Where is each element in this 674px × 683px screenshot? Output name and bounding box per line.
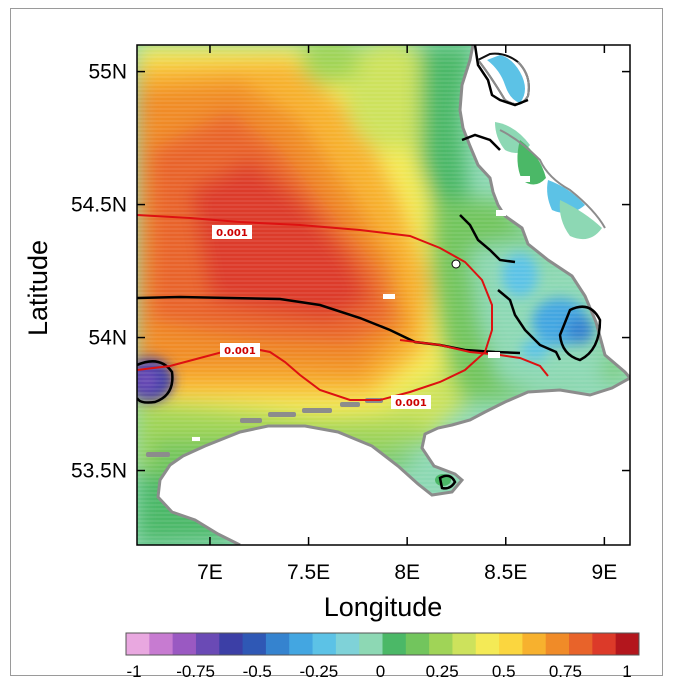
colorbar-label: 0.5 (492, 662, 516, 681)
colorbar-label: 0.75 (549, 662, 582, 681)
x-tick-label: 7E (197, 561, 223, 584)
x-tick-label: 7.5E (287, 561, 330, 584)
x-tick-label: 8.5E (484, 561, 527, 584)
colorbar-swatch (545, 633, 570, 655)
colorbar-swatch (405, 633, 430, 655)
contour-label-west: 0.001 (224, 346, 256, 357)
x-axis-title: Longitude (324, 592, 443, 622)
colorbar-swatch (452, 633, 477, 655)
colorbar (125, 632, 640, 656)
colorbar-labels: -1 -0.75 -0.5 -0.25 0 0.25 0.5 0.75 1 (126, 662, 631, 681)
colorbar-swatch (219, 633, 244, 655)
colorbar-label: 1 (622, 662, 631, 681)
colorbar-label: -0.25 (300, 662, 339, 681)
colorbar-label: -0.5 (243, 662, 272, 681)
colorbar-swatch (522, 633, 547, 655)
contour-labels: 0.001 0.001 0.001 (212, 225, 461, 409)
plot-border (136, 44, 631, 546)
colorbar-swatch (359, 633, 383, 655)
colorbar-swatch (149, 633, 174, 655)
contour-label-north: 0.001 (216, 228, 248, 239)
colorbar-swatch (592, 633, 617, 655)
colorbar-swatch (475, 633, 500, 655)
colorbar-label: -1 (126, 662, 141, 681)
colorbar-swatch (312, 633, 337, 655)
y-axis-title: Latitude (23, 240, 53, 336)
colorbar-swatch (569, 633, 593, 655)
colorbar-swatch (615, 633, 640, 655)
x-ticks: 7E 7.5E 8E 8.5E 9E (197, 45, 617, 584)
colorbar-swatch (126, 633, 150, 655)
colorbar-label: -0.75 (176, 662, 215, 681)
y-tick-label: 54.5N (71, 194, 127, 217)
x-tick-label: 9E (592, 561, 618, 584)
east-frisian-islands (146, 398, 383, 457)
field-layer (137, 45, 630, 545)
colorbar-swatch (242, 633, 267, 655)
coastline (156, 45, 630, 545)
y-tick-label: 53.5N (71, 460, 127, 483)
y-ticks: 55N 54.5N 54N 53.5N (71, 61, 630, 483)
zero-contours (137, 45, 602, 490)
colorbar-swatch (265, 633, 290, 655)
colorbar-label: 0 (376, 662, 385, 681)
colorbar-swatch (195, 633, 220, 655)
colorbar-swatch (429, 633, 453, 655)
contour-label-south: 0.001 (395, 398, 427, 409)
y-tick-label: 54N (88, 327, 127, 350)
colorbar-swatch (289, 633, 314, 655)
colorbar-swatch (172, 633, 197, 655)
x-tick-label: 8E (394, 561, 420, 584)
colorbar-swatch (335, 633, 360, 655)
colorbar-swatch (382, 633, 407, 655)
colorbar-border (125, 632, 640, 656)
colorbar-swatch (499, 633, 523, 655)
y-tick-label: 55N (88, 61, 127, 84)
colorbar-label: 0.25 (426, 662, 459, 681)
missing-cells (192, 176, 541, 441)
